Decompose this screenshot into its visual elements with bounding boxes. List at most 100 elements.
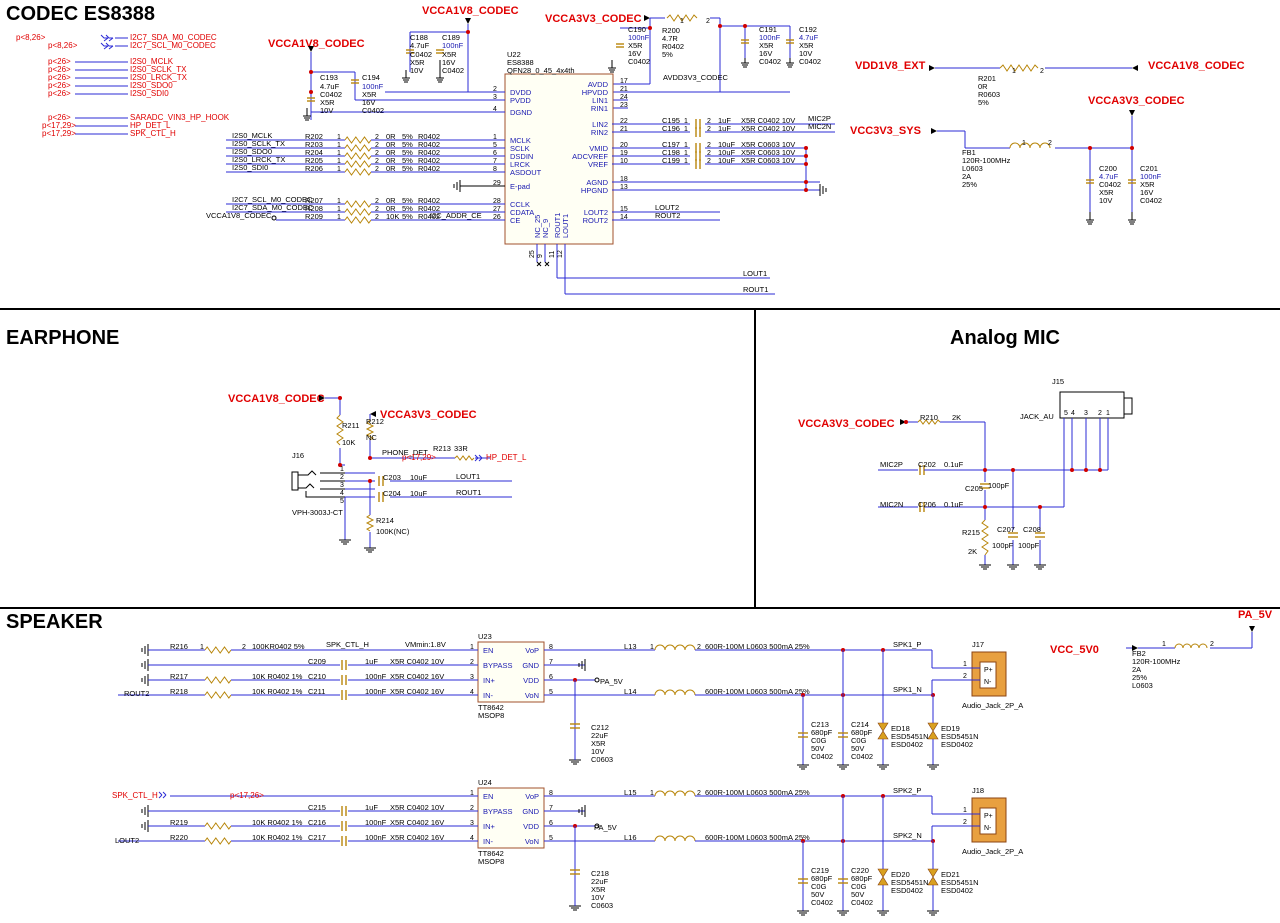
series-res-net: I2C7_SCL_M0_CODEC (232, 195, 313, 204)
svg-text:2A: 2A (1132, 665, 1141, 674)
pin-number: 1 (337, 134, 341, 141)
res-ref: R217 (170, 672, 188, 681)
svg-text:R211: R211 (342, 421, 359, 430)
u22-pin-name: LRCK (510, 160, 530, 169)
res-ref: R216 (170, 642, 188, 651)
resistor-symbol (344, 200, 372, 208)
u22-pin-name: DGND (510, 108, 533, 117)
jack-pin-label: N- (984, 825, 992, 832)
series-res-ref: R209 (305, 212, 323, 221)
u22-pin-name: DVDD (510, 88, 532, 97)
svg-text:10V: 10V (320, 106, 333, 115)
pin-number: 1 (337, 158, 341, 165)
cap-spec: X5R C0402 16V (390, 818, 444, 827)
svg-text:4.7uF: 4.7uF (410, 41, 430, 50)
amp-pkg: MSOP8 (478, 711, 504, 720)
svg-text:ROUT2: ROUT2 (124, 689, 149, 698)
cap-ref: C211 (308, 687, 325, 696)
cap-spec: X5R C0402 16V (390, 687, 444, 696)
net-spk-p: SPK1_P (893, 640, 921, 649)
cap-spec: X5R C0402 10V (741, 116, 795, 125)
svg-text:C190: C190 (628, 25, 646, 34)
jack-part: Audio_Jack_2P_A (962, 847, 1023, 856)
u22-pin-name: PVDD (510, 96, 531, 105)
ref-spkctl: p<17,29> (42, 129, 76, 138)
amp-pin-name: EN (483, 792, 493, 801)
series-res-ref: R202 (305, 132, 323, 141)
series-res-value: 0R (386, 204, 396, 213)
series-res-pkg: R0402 (418, 164, 440, 173)
u22-pin-num: 6 (493, 150, 497, 157)
pin-number: 1 (684, 142, 688, 149)
svg-text:X5R: X5R (410, 58, 425, 67)
svg-text:25%: 25% (1132, 673, 1147, 682)
svg-text:HP_DET_L: HP_DET_L (486, 453, 527, 462)
junction (718, 24, 722, 28)
cap-label: C0G (851, 736, 867, 745)
u22-pin-num: 12 (557, 250, 564, 258)
series-res-value: 0R (386, 156, 396, 165)
series-res-pkg: R0402 (418, 212, 440, 221)
cap-value: 10uF (718, 148, 736, 157)
svg-text:VCCA1V8_CODEC: VCCA1V8_CODEC (228, 393, 325, 405)
svg-text:16V: 16V (628, 49, 641, 58)
cap-label: C214 (851, 720, 869, 729)
u22-pin-name: RIN2 (591, 128, 608, 137)
pin-number: 1 (470, 644, 474, 651)
cap-label: C0402 (851, 752, 873, 761)
u22-pin-num: 24 (620, 94, 628, 101)
svg-text:NC: NC (366, 433, 377, 442)
u22-pin-name: CDATA (510, 208, 534, 217)
series-res-value: 0R (386, 148, 396, 157)
svg-text:4.7uF: 4.7uF (1099, 172, 1119, 181)
u22-pin-name: ADCVREF (572, 152, 608, 161)
cap-value: 100nF (365, 833, 387, 842)
svg-text:4.7uF: 4.7uF (320, 82, 340, 91)
pin-number: 2 (707, 158, 711, 165)
cap-c188: C188 4.7uF C0402 X5R 10V (406, 33, 432, 75)
pin-circle-pa5v (594, 677, 600, 683)
u22-pin-name: HPGND (581, 186, 609, 195)
svg-text:L0603: L0603 (1132, 681, 1153, 690)
codec-power-decoupling: VCCA1V8_CODEC VCCA1V8_CODEC VCCA3V3_CODE… (268, 5, 821, 121)
pin-number: 1 (337, 166, 341, 173)
series-res-pkg: R0402 (418, 132, 440, 141)
u22-pin-num: 4 (493, 106, 497, 113)
ground-symbol (877, 910, 889, 916)
svg-text:5: 5 (1064, 410, 1068, 417)
svg-text:C193: C193 (320, 73, 338, 82)
jack-ref: J17 (972, 640, 984, 649)
svg-text:3: 3 (1084, 410, 1088, 417)
esd-label: ED20 (891, 870, 910, 879)
esd-label: ED21 (941, 870, 960, 879)
series-res-tol: 5% (402, 148, 413, 157)
amp-pin-name: BYPASS (483, 807, 512, 816)
svg-text:2: 2 (706, 18, 710, 25)
svg-text:LOUT1: LOUT1 (743, 269, 767, 278)
ground-symbol (578, 805, 586, 817)
u22-pin-num: 22 (620, 118, 628, 125)
svg-text:C0402: C0402 (362, 106, 384, 115)
svg-text:ROUT2: ROUT2 (655, 211, 680, 220)
u22-pin-name: ROUT1 (553, 213, 562, 238)
ground-symbol (797, 910, 809, 916)
series-res-pkg: R0402 (418, 196, 440, 205)
junction (743, 24, 747, 28)
cap-label: C0G (851, 882, 867, 891)
ic-u22-es8388: U22 ES8388 QFN28_0_45_4x4th DVDD2PVDD3DG… (480, 50, 628, 262)
esd-diode-symbol (877, 722, 889, 740)
svg-text:16V: 16V (759, 49, 772, 58)
amp-part: TT8642 (478, 703, 504, 712)
svg-text:2: 2 (1040, 68, 1044, 75)
svg-text:100nF: 100nF (1140, 172, 1162, 181)
cap-label: C218 (591, 869, 609, 878)
svg-text:2K: 2K (968, 547, 977, 556)
svg-text:VPH-3003J-CT: VPH-3003J-CT (292, 508, 343, 517)
cap-label: C219 (811, 866, 829, 875)
u22-pin-num: 14 (620, 214, 628, 221)
pin-number: 7 (549, 659, 553, 666)
pin-number: 2 (707, 150, 711, 157)
esd-label: ESD0402 (891, 886, 923, 895)
svg-text:X5R: X5R (1140, 180, 1155, 189)
